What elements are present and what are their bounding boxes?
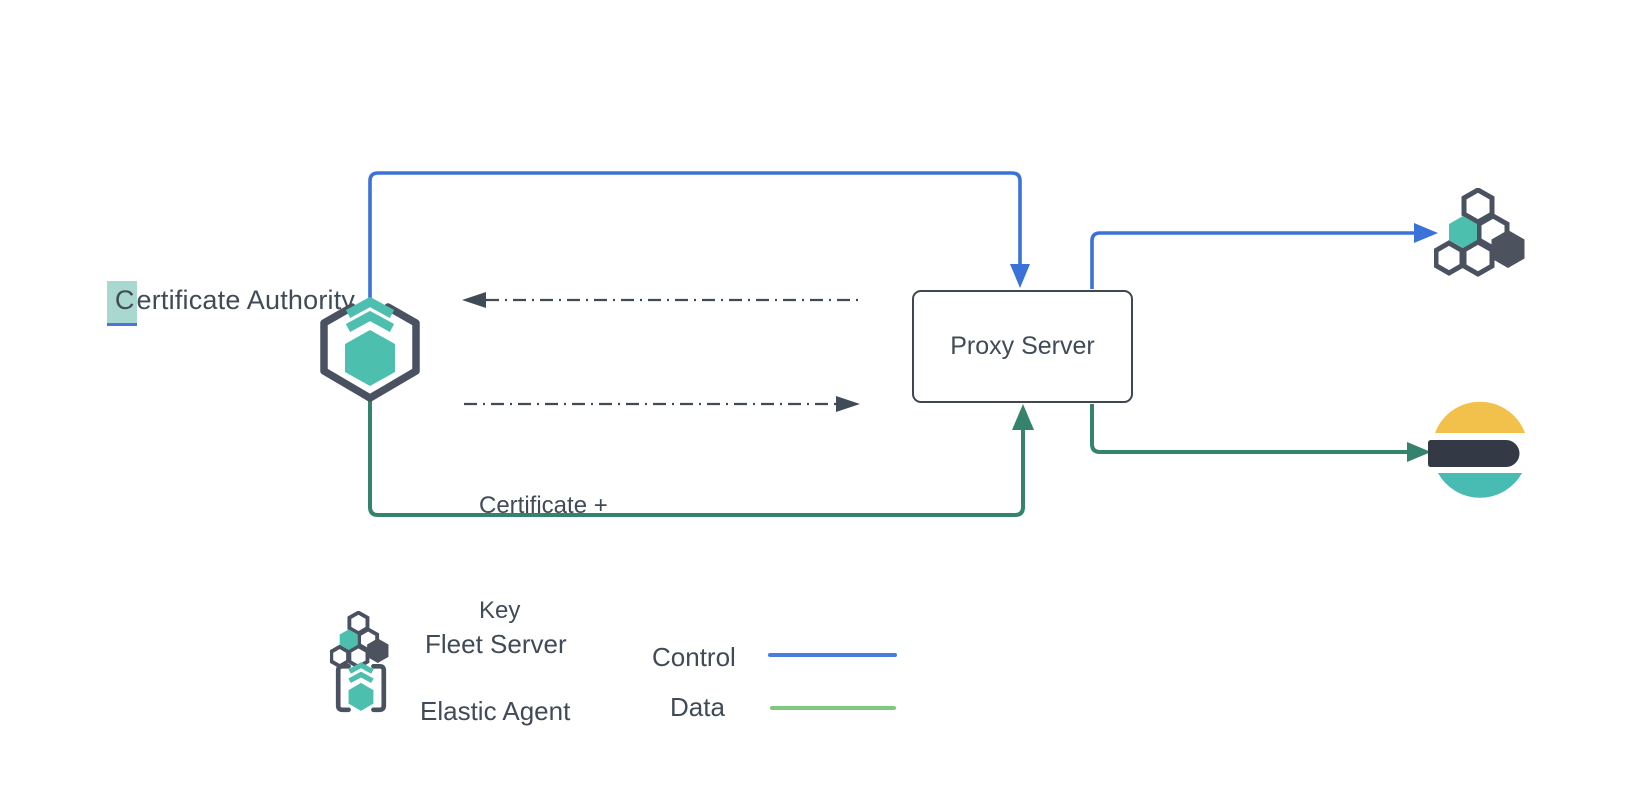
legend-data-label: Data [670,692,725,722]
certificate-authority-label[interactable]: Certificate Authority [84,254,355,347]
dashdot-arrowhead-left [462,292,486,308]
elastic-agent-icon[interactable] [314,287,426,405]
certificate-key-label[interactable]: Certificate + Key [479,418,608,698]
legend-control-line-swatch [768,653,897,657]
legend-elastic-agent-icon [335,662,387,713]
control-arrowhead-right [1414,223,1438,243]
data-arrowhead-up [1012,404,1034,430]
dashdot-arrowhead-right [836,396,860,412]
data-connector-proxy-to-es [1090,404,1408,454]
control-arrowhead-down [1010,264,1030,288]
legend-fleet-server-label: Fleet Server [425,629,567,659]
proxy-server-label: Proxy Server [950,332,1095,360]
certificate-key-line1: Certificate + [479,492,608,519]
data-arrowhead-right [1407,442,1431,462]
fleet-server-icon[interactable] [1434,188,1530,280]
legend-elastic-agent-label: Elastic Agent [420,696,571,726]
elasticsearch-icon[interactable] [1428,400,1532,500]
text-selection-highlight: C [106,281,137,326]
control-connector-agent-to-proxy [368,171,1022,302]
certificate-authority-text: ertificate Authority [136,285,356,315]
control-connector-proxy-to-fleet [1090,231,1415,289]
certificate-key-line2: Key [479,597,521,624]
legend-data-line-swatch [770,706,896,710]
proxy-server-node[interactable]: Proxy Server [912,290,1133,403]
legend-control-label: Control [652,642,736,672]
data-connector-agent-to-proxy [368,400,1025,517]
